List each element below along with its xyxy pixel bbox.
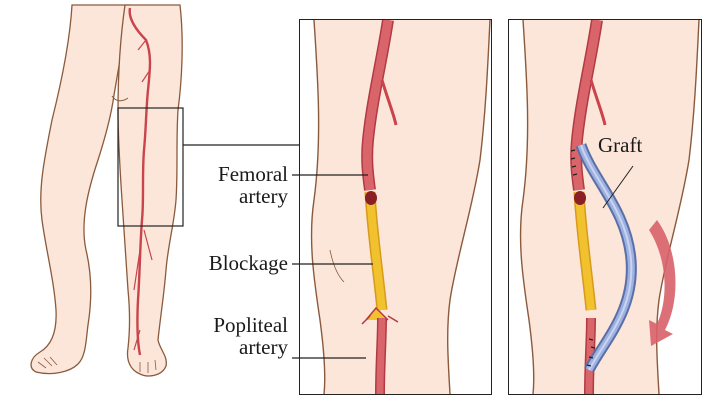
blood-flow-arrow: [649, 220, 676, 346]
femoral-label-line1: Femoral: [218, 162, 288, 186]
zoom-box: [117, 107, 184, 227]
bypass-graft-panel: [508, 19, 702, 395]
blocked-artery-panel: [299, 19, 492, 395]
blockage-label-text: Blockage: [208, 251, 288, 275]
popliteal-label-line2: artery: [239, 335, 288, 359]
popliteal-artery-label: Popliteal artery: [180, 314, 288, 358]
left-leg-shape: [30, 4, 131, 375]
blockage-label: Blockage: [170, 252, 288, 274]
femoral-label-line2: artery: [239, 184, 288, 208]
femoral-artery-label: Femoral artery: [180, 163, 288, 207]
popliteal-label-line1: Popliteal: [213, 313, 288, 337]
graft-label: Graft: [598, 133, 643, 157]
right-leg-shape: [117, 4, 183, 377]
